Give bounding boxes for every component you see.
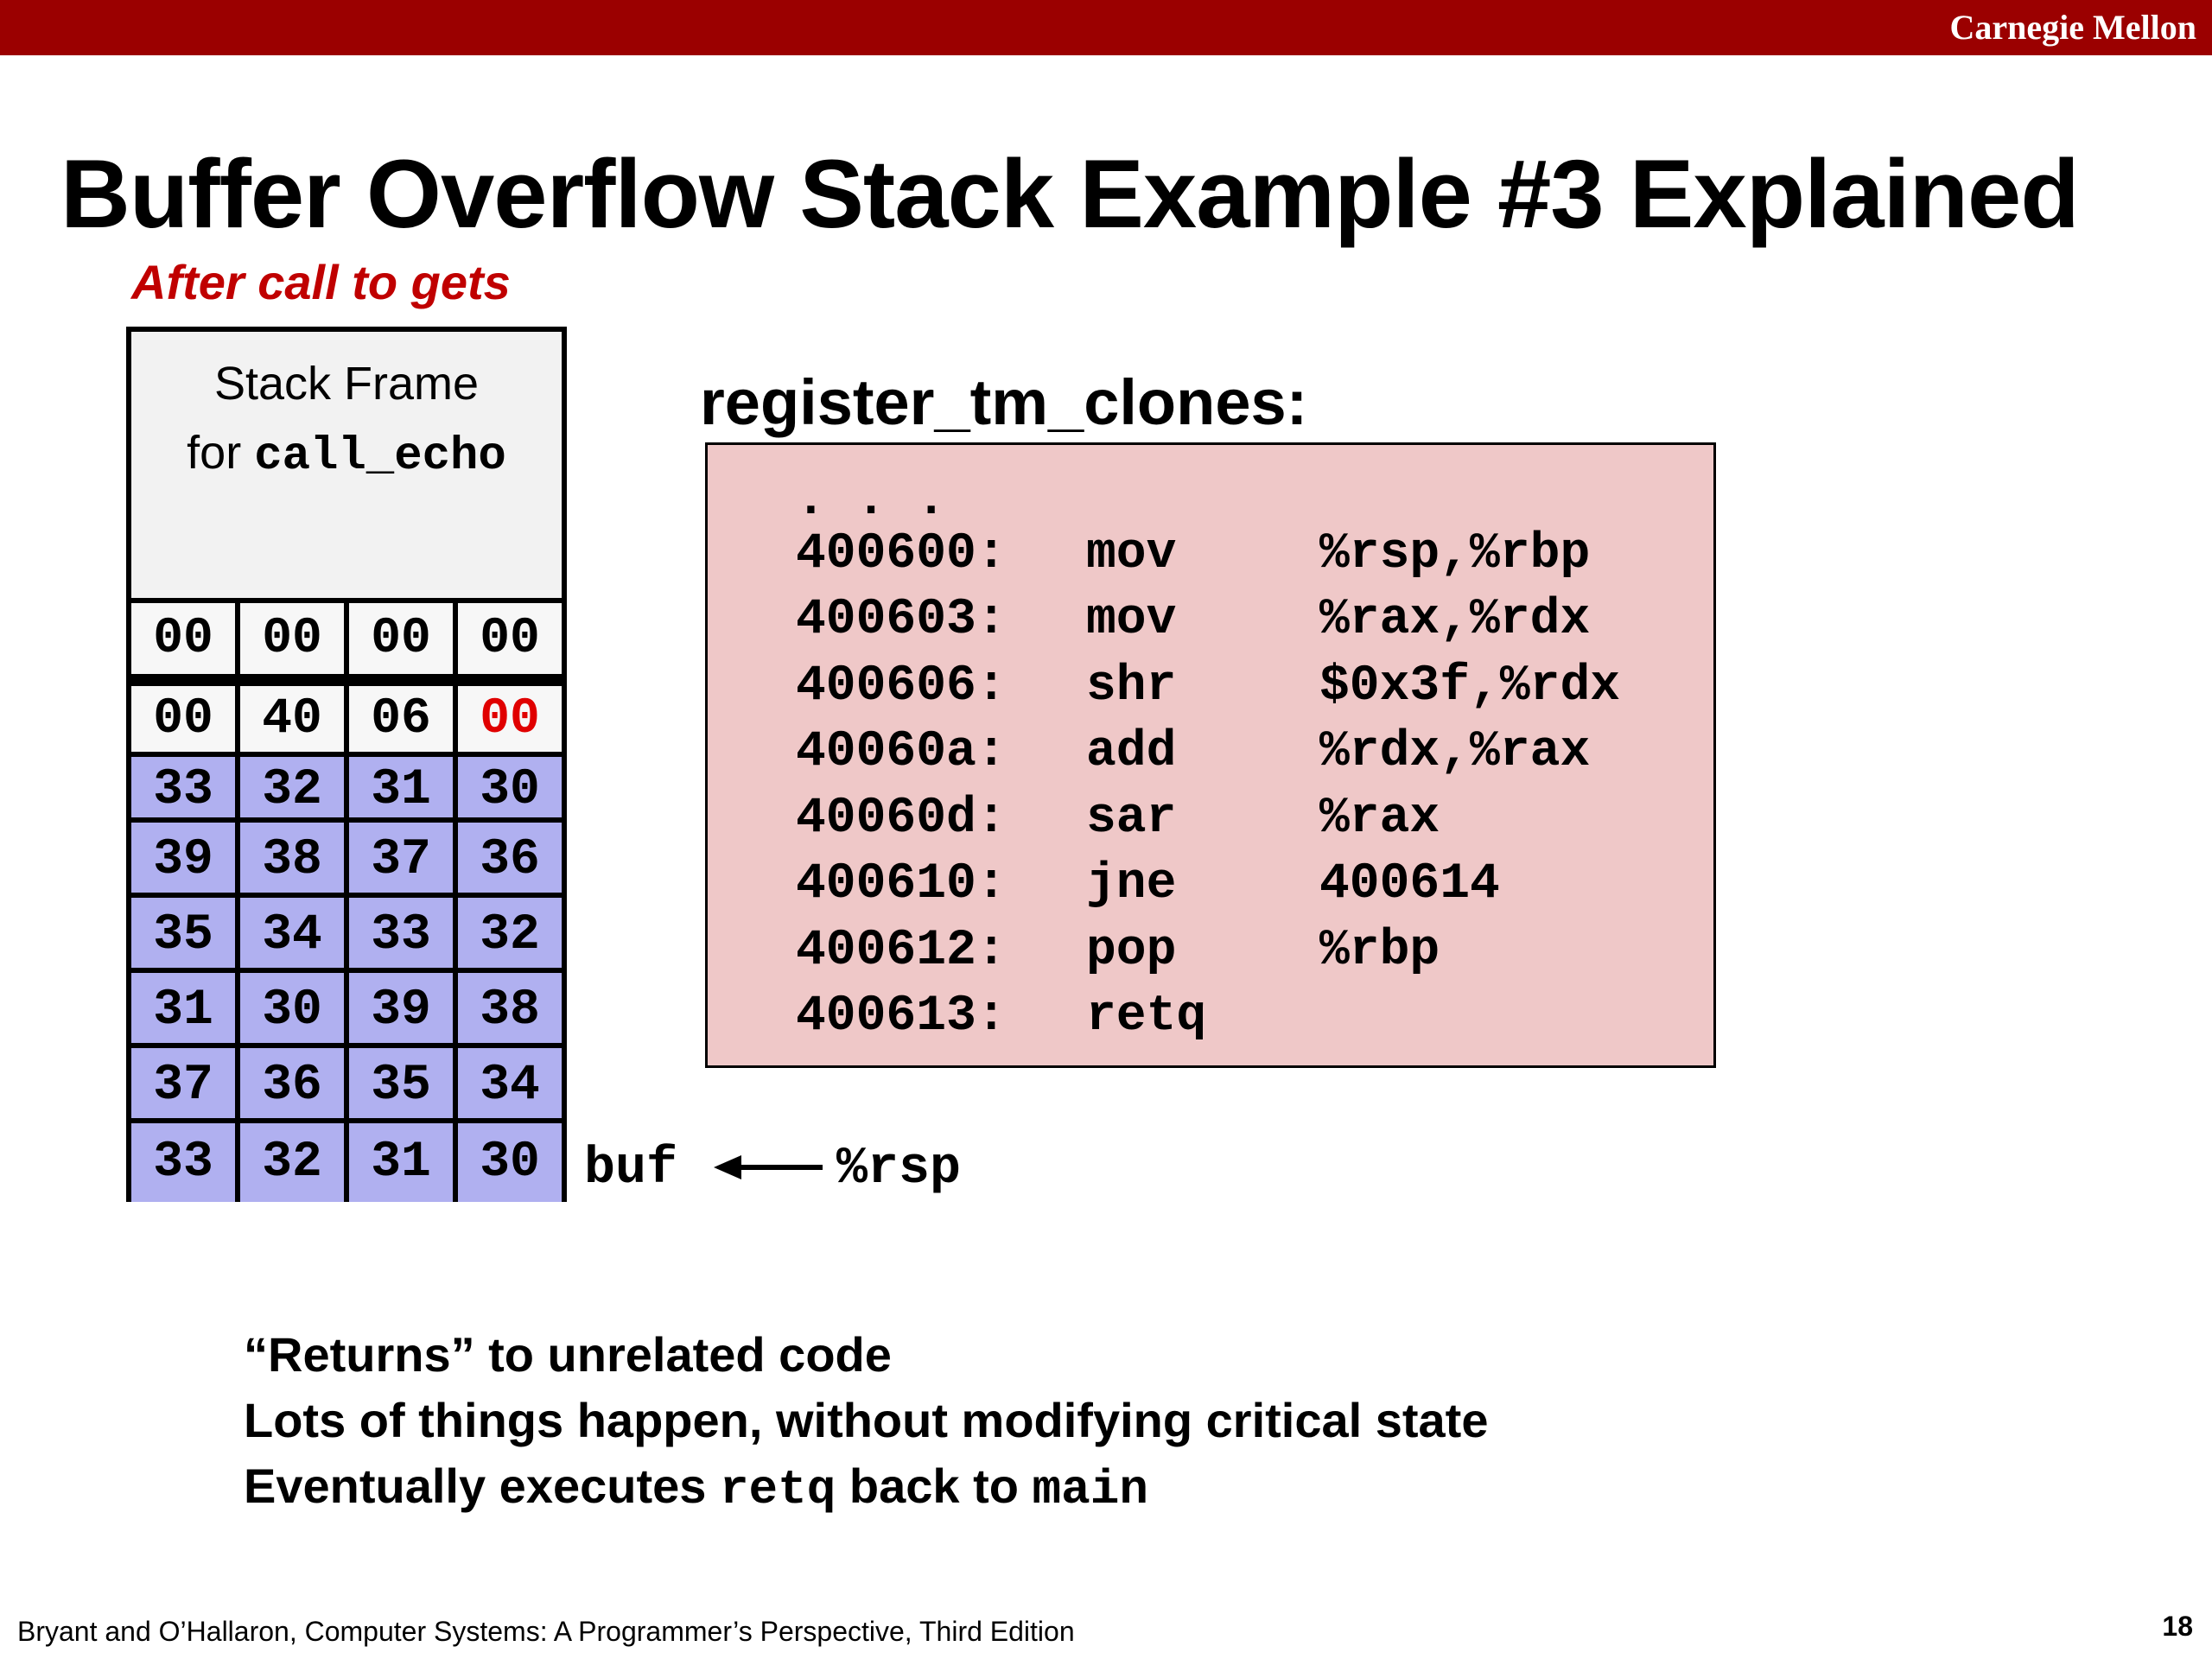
- stack-cell-overwritten: 00: [453, 686, 562, 752]
- code-address: 400613:: [796, 988, 1007, 1045]
- buffer-cell: 38: [235, 823, 344, 898]
- buffer-cell: 37: [153, 1058, 213, 1114]
- code-args: %rsp,%rbp: [1319, 526, 1591, 582]
- buffer-cell: 35: [344, 1048, 453, 1123]
- buffer-cell: 33: [153, 761, 213, 818]
- note-code-main: main: [1032, 1462, 1148, 1517]
- code-args: $0x3f,%rdx: [1319, 658, 1621, 715]
- code-opcode: mov: [1086, 526, 1177, 582]
- code-opcode: sar: [1086, 791, 1177, 847]
- buffer-cell: 37: [344, 823, 453, 898]
- note-line-3: Eventually executes retq back to main: [244, 1453, 1488, 1522]
- code-args: 400614: [1319, 856, 1500, 912]
- buffer-cell: 34: [235, 898, 344, 973]
- code-opcode: shr: [1086, 658, 1177, 715]
- code-address: 400610:: [796, 856, 1007, 912]
- buffer-cell: 30: [453, 1123, 562, 1202]
- frame-label-line1: Stack Frame: [213, 358, 480, 410]
- stack-cell: 00: [153, 610, 213, 667]
- buffer-cell: 32: [235, 757, 344, 823]
- assembly-code-box: . . . 400600: mov %rsp,%rbp 400603: mov %rax…: [705, 442, 1716, 1068]
- code-args: %rax,%rdx: [1319, 592, 1591, 648]
- buf-label: buf: [584, 1140, 678, 1198]
- code-address: 400606:: [796, 658, 1007, 715]
- buffer-cell: 34: [453, 1048, 562, 1123]
- stack-separator: [131, 674, 562, 686]
- buffer-cell: 33: [344, 898, 453, 973]
- note-code-retq: retq: [719, 1462, 836, 1517]
- code-args: %rbp: [1319, 923, 1440, 979]
- code-address: 40060d:: [796, 791, 1007, 847]
- note-text: Eventually executes: [244, 1459, 720, 1513]
- buffer-cell: 31: [344, 1123, 453, 1202]
- buffer-row: 35 34 33 32: [131, 893, 562, 973]
- note-text: back to: [836, 1459, 1033, 1513]
- stack-separator: [131, 598, 562, 603]
- stack-row-1: 00 00 00 00: [131, 603, 562, 674]
- header-bar: Carnegie Mellon: [0, 0, 2212, 55]
- code-opcode: retq: [1086, 988, 1207, 1045]
- note-line-1: “Returns” to unrelated code: [244, 1327, 892, 1382]
- buffer-cell: 39: [344, 973, 453, 1048]
- page-number: 18: [2162, 1611, 2193, 1642]
- frame-label-code: call_echo: [254, 430, 506, 483]
- code-opcode: mov: [1086, 592, 1177, 648]
- buffer-row: 37 36 35 34: [131, 1043, 562, 1123]
- code-opcode: pop: [1086, 923, 1177, 979]
- code-address: 40060a:: [796, 724, 1007, 780]
- notes: “Returns” to unrelated code Lots of thin…: [244, 1322, 1488, 1522]
- code-line: 400606: shr $0x3f,%rdx: [796, 657, 1620, 717]
- buffer-row: 33 32 31 30: [131, 1118, 562, 1202]
- slide-title: Buffer Overflow Stack Example #3 Explain…: [60, 140, 2080, 248]
- stack-cell: 40: [235, 686, 344, 752]
- code-args: %rdx,%rax: [1319, 724, 1591, 780]
- code-address: 400603:: [796, 592, 1007, 648]
- footer-citation: Bryant and O’Hallaron, Computer Systems:…: [17, 1616, 1075, 1647]
- left-arrow-icon: [714, 1155, 823, 1179]
- buffer-cell: 36: [453, 823, 562, 898]
- code-ellipsis: . . .: [796, 473, 947, 529]
- buffer-row: 33 32 31 30: [131, 752, 562, 823]
- code-line: 400613: retq: [796, 987, 1319, 1047]
- stack-row-2: 00 40 06 00: [131, 686, 562, 752]
- buffer-cell: 36: [235, 1048, 344, 1123]
- stack-cell: 06: [344, 686, 453, 752]
- function-name: register_tm_clones:: [700, 366, 1308, 438]
- code-line: 400612: pop %rbp: [796, 921, 1440, 982]
- code-line: 40060d: sar %rax: [796, 789, 1440, 849]
- frame-label-prefix: for: [187, 427, 255, 479]
- slide-subtitle: After call to gets: [131, 255, 511, 309]
- buffer-cell: 39: [153, 832, 213, 888]
- code-line: 400603: mov %rax,%rdx: [796, 590, 1590, 651]
- stack-frame-label: Stack Frame for call_echo: [131, 349, 562, 492]
- buffer-cell: 32: [235, 1123, 344, 1202]
- buffer-row: 39 38 37 36: [131, 817, 562, 898]
- code-line: 400610: jne 400614: [796, 855, 1500, 915]
- stack-diagram: Stack Frame for call_echo 00 00 00 00 00…: [126, 327, 567, 1202]
- code-opcode: add: [1086, 724, 1177, 780]
- code-line: 40060a: add %rdx,%rax: [796, 722, 1590, 783]
- buffer-row: 31 30 39 38: [131, 968, 562, 1048]
- buffer-cell: 30: [235, 973, 344, 1048]
- buffer-cell: 32: [453, 898, 562, 973]
- frame-label-line2: for call_echo: [131, 418, 562, 492]
- stack-cell: 00: [453, 603, 562, 674]
- buffer-cell: 38: [453, 973, 562, 1048]
- buffer-cell: 31: [344, 757, 453, 823]
- code-opcode: jne: [1086, 856, 1177, 912]
- code-args: %rax: [1319, 791, 1440, 847]
- code-address: 400600:: [796, 526, 1007, 582]
- buffer-cell: 30: [453, 757, 562, 823]
- buffer-cell: 33: [153, 1135, 213, 1191]
- brand-label: Carnegie Mellon: [1949, 8, 2197, 47]
- code-address: 400612:: [796, 923, 1007, 979]
- rsp-label: %rsp: [836, 1140, 962, 1198]
- stack-cell: 00: [153, 690, 213, 747]
- buffer-cell: 35: [153, 907, 213, 963]
- stack-cell: 00: [235, 603, 344, 674]
- buffer-cell: 31: [153, 982, 213, 1039]
- stack-cell: 00: [344, 603, 453, 674]
- code-line: 400600: mov %rsp,%rbp: [796, 524, 1590, 585]
- note-line-2: Lots of things happen, without modifying…: [244, 1393, 1489, 1447]
